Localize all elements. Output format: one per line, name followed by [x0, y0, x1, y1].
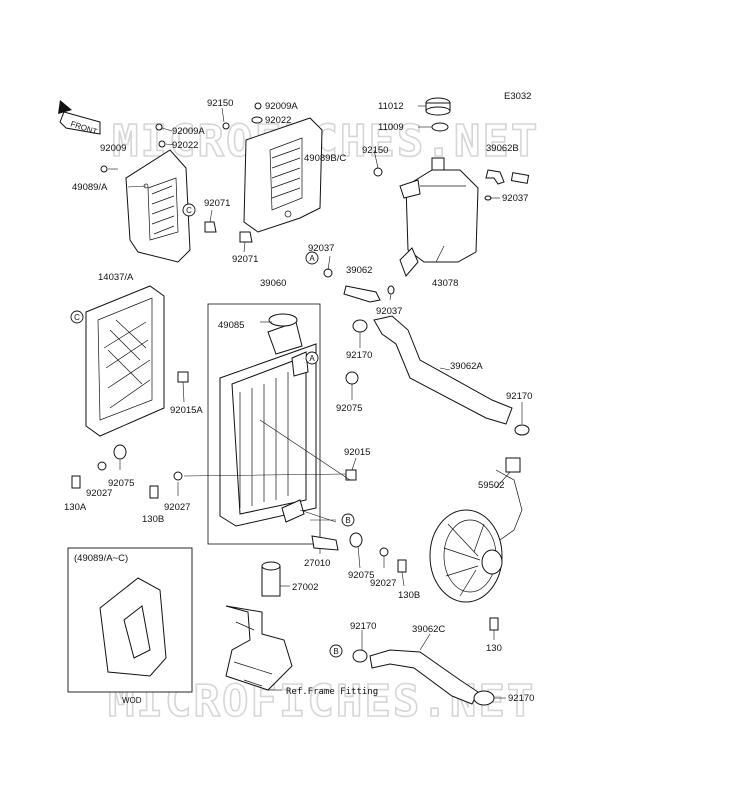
part-label: 92071: [232, 254, 258, 265]
diagram-code: E3032: [504, 91, 531, 102]
part-label: 92170: [346, 350, 372, 361]
part-label: 92037: [308, 243, 334, 254]
inset-shroud: [99, 577, 167, 677]
svg-text:C: C: [186, 206, 192, 215]
part-label: 92150: [362, 145, 388, 156]
part-label: 27010: [304, 558, 330, 569]
part-label: 39062B: [486, 143, 519, 154]
part-label: 92071: [204, 198, 230, 209]
inset-caption: WOD: [122, 696, 142, 705]
part-label: 92170: [350, 621, 376, 632]
part-label: 130A: [64, 502, 87, 513]
part-label: 92170: [508, 693, 534, 704]
part-label: 92009A: [265, 101, 298, 112]
part-label: 49085: [218, 320, 244, 331]
part-label: 92027: [370, 578, 396, 589]
part-label: 39060: [260, 278, 286, 289]
shroud-right: [243, 117, 323, 233]
inset-title: (49089/A~C): [74, 553, 128, 564]
part-label: 92150: [207, 98, 233, 109]
part-label: 11012: [378, 101, 404, 112]
ref-frame-label: Ref.Frame Fitting: [286, 687, 378, 697]
callout-a-tank: A: [305, 251, 319, 265]
part-label: 130B: [398, 590, 420, 601]
callout-b-radiator: B: [341, 513, 355, 527]
part-label: 59502: [478, 480, 504, 491]
part-label: 92075: [108, 478, 134, 489]
hose-39062a: [373, 315, 513, 425]
part-label: 49089B/C: [304, 153, 346, 164]
part-label: 11009: [378, 122, 404, 133]
part-label: 130: [486, 643, 502, 654]
part-label: 14037/A: [98, 272, 134, 283]
svg-text:C: C: [74, 313, 80, 322]
svg-text:A: A: [309, 254, 315, 263]
part-label: 92022: [265, 115, 291, 126]
part-label: 92027: [86, 488, 112, 499]
radiator-cap: [268, 313, 298, 327]
part-label: 39062A: [450, 361, 483, 372]
fan-bracket: [225, 561, 293, 691]
part-label: 92022: [172, 140, 198, 151]
part-label: 39062C: [412, 624, 445, 635]
svg-text:B: B: [345, 516, 350, 525]
callout-b-hose: B: [329, 644, 343, 658]
callout-c-shroud: C: [182, 203, 196, 217]
watermark-top: MICROFICHES.NET: [112, 116, 539, 167]
part-label: 49089/A: [72, 182, 108, 193]
callout-a-radiator: A: [305, 351, 319, 365]
part-label: 43078: [432, 278, 458, 289]
svg-text:A: A: [309, 354, 315, 363]
part-label: 92009A: [172, 126, 205, 137]
part-label: 92037: [376, 306, 402, 317]
reservoir-cap: [425, 97, 451, 116]
radiator-guard: [85, 285, 165, 437]
shroud-left: [125, 149, 191, 263]
reservoir-tank: [399, 157, 479, 277]
part-label: 27002: [292, 582, 318, 593]
part-label: 92075: [336, 403, 362, 414]
part-label: 92027: [164, 502, 190, 513]
part-label: 39062: [346, 265, 372, 276]
part-label: 92075: [348, 570, 374, 581]
part-label: 92015A: [170, 405, 203, 416]
part-labels: 11012 11009 92150 92009A 92022 92009A 92…: [64, 98, 534, 704]
callout-c-guard: C: [70, 310, 84, 324]
radiator-core: [219, 321, 317, 527]
front-arrow-icon: FRONT: [58, 100, 101, 136]
radiator-fan: [429, 457, 523, 603]
part-label: 130B: [142, 514, 164, 525]
part-label: 92037: [502, 193, 528, 204]
part-label: 92015: [344, 447, 370, 458]
part-label: 92009: [100, 143, 126, 154]
part-label: 92170: [506, 391, 532, 402]
leader-lines: [108, 105, 523, 699]
svg-text:B: B: [333, 647, 338, 656]
hose-39062c: [369, 649, 479, 705]
